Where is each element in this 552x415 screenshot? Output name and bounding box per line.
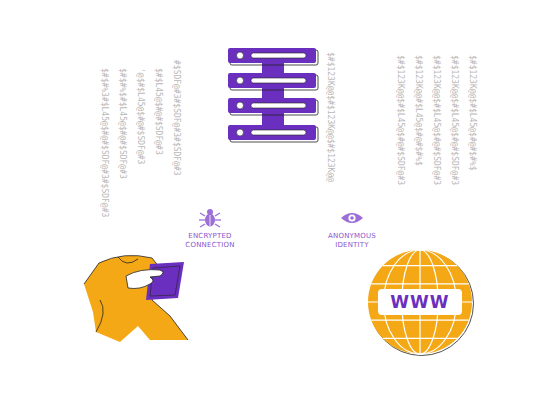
globe-node: WWW — [366, 248, 474, 356]
eye-icon — [341, 213, 363, 223]
data-stream: $#$123K@@$#$L45@$#@#$#%$ — [467, 55, 477, 171]
data-stream: $#$123K@@$#$123K@@$#$123K@@ — [325, 52, 335, 182]
globe-grid — [368, 250, 472, 354]
feature-caption: ENCRYPTED CONNECTION — [180, 232, 240, 250]
data-stream: $#$123K@@$#$L45@$#@#$SDF@#3 — [395, 55, 405, 185]
parallel — [371, 320, 468, 321]
data-stream: $#$123K@@$#$L45@$#@#$SDF@#3 — [431, 55, 441, 185]
feature-caption: ANONYMOUS IDENTITY — [320, 232, 384, 250]
data-stream: '@$#$L45@$#@#$SDF@#3 — [135, 68, 145, 164]
parallel — [383, 265, 457, 266]
parallel — [383, 338, 457, 339]
data-stream: $#$L45@$#@#$SDF@#3 — [153, 68, 163, 155]
data-stream: $#$#%3#$L45@$#@#$SDF@#3#$SDF@#3 — [99, 68, 109, 217]
www-badge: WWW — [378, 289, 462, 315]
data-stream: $#$123K@@$#$L45@$#@#$SDF@#3 — [449, 55, 459, 185]
data-stream: $#$123K@@#$L45@$#@#$#%$ — [413, 55, 423, 166]
server-stack — [228, 48, 318, 142]
globe-fill — [368, 250, 472, 354]
data-stream: #$SDF@#3#$SDF@#3#$SDF@#3 — [171, 60, 181, 176]
parallel — [371, 283, 468, 284]
data-stream: $#$#%$#$L45@$#@#$SDF@#3 — [117, 68, 127, 179]
bug-icon — [199, 209, 221, 227]
person-illustration — [84, 255, 188, 342]
